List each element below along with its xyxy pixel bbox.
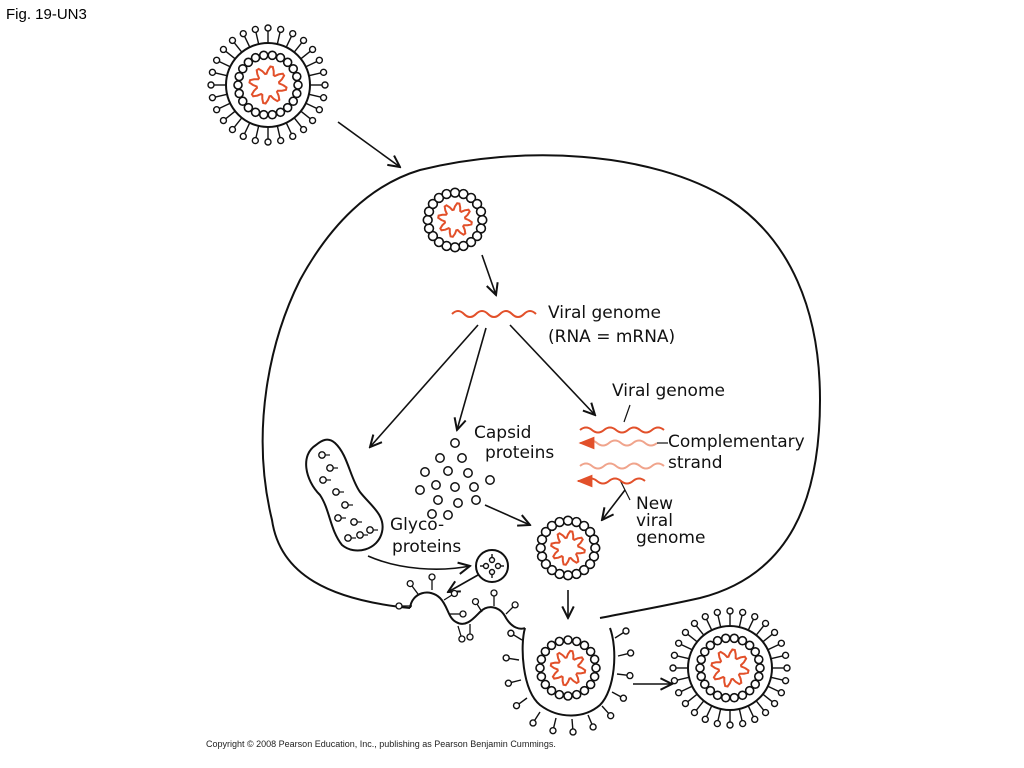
replication-strands (576, 426, 668, 488)
leader-viral-genome (623, 404, 631, 423)
label-complementary: Complementary (668, 432, 805, 452)
arrow-glyco-to-vesicle (367, 555, 470, 569)
arrow-vesicle-to-membrane (448, 574, 479, 592)
capsid-in-cell (422, 187, 488, 253)
capsid-proteins-cluster (415, 438, 495, 520)
label-proteins: proteins (485, 443, 554, 463)
label-viral-genome: Viral genome (548, 303, 661, 323)
arrow-to-replication (509, 324, 595, 415)
membrane-glycoprotein-region (409, 591, 526, 630)
arrow-capsid-to-assembly (484, 504, 530, 525)
label-glyco-proteins: proteins (392, 537, 461, 557)
endoplasmic-reticulum (305, 438, 384, 552)
viral-genome-rna (451, 310, 537, 318)
label-rna-mrna: (RNA = mRNA) (548, 327, 675, 347)
arrow-to-capsid (457, 327, 487, 430)
vesicle-glycoproteins (480, 554, 504, 578)
er-glycoproteins (318, 451, 378, 542)
virus-budding (502, 627, 635, 736)
arrow-genome-to-assembly (602, 489, 626, 520)
copyright-notice: Copyright © 2008 Pearson Education, Inc.… (206, 739, 556, 749)
host-cell-membrane (261, 154, 822, 619)
entry-arrow (337, 121, 400, 167)
virus-released (669, 607, 791, 729)
transport-vesicle (475, 549, 509, 583)
leader-new-genome (619, 479, 631, 501)
label-capsid: Capsid (474, 423, 531, 443)
uncoating-arrow (481, 254, 496, 295)
virus-entering (207, 24, 329, 146)
capsid-assembly (535, 515, 601, 581)
label-viral-genome-2: Viral genome (612, 381, 725, 401)
label-glyco: Glyco- (390, 515, 444, 535)
membrane-glycoproteins (395, 573, 519, 643)
arrow-to-er (370, 324, 479, 447)
label-new: New (636, 494, 673, 514)
label-viral: viral (636, 511, 673, 531)
figure-label: Fig. 19-UN3 (6, 6, 87, 23)
label-strand: strand (668, 453, 723, 473)
label-genome: genome (636, 528, 705, 548)
